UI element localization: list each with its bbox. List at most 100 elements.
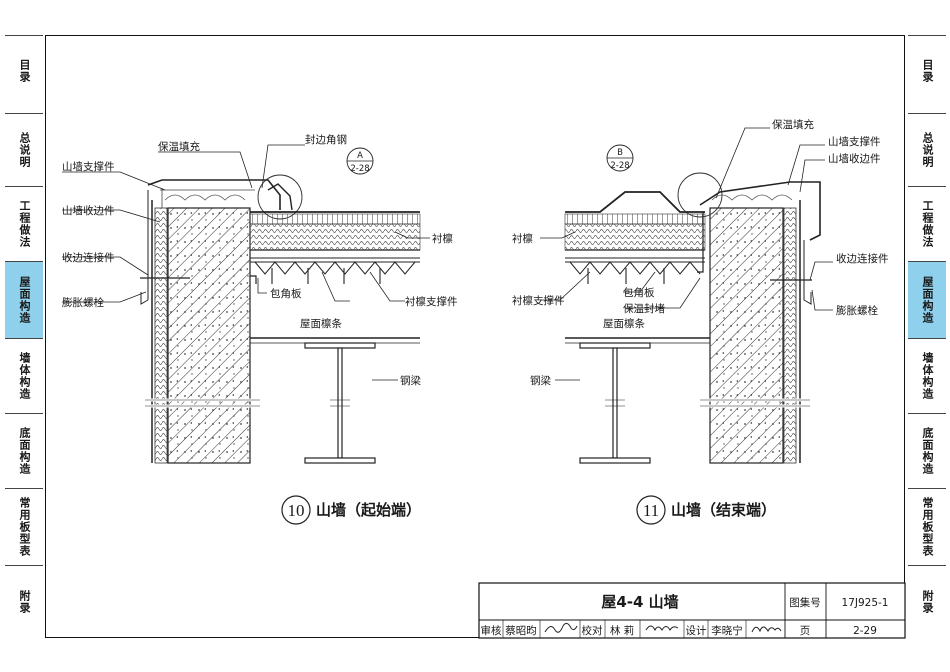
reviewer-signature — [544, 622, 578, 633]
label-anchor-bolt: 膨胀螺栓 — [62, 296, 104, 309]
tab-roof-construction[interactable]: 屋面构造 — [908, 261, 946, 338]
checker-signature — [645, 625, 679, 632]
tab-appendix[interactable]: 附录 — [5, 565, 43, 638]
label-corner-plate: 包角板 — [270, 287, 302, 300]
detail-11-drawing — [564, 172, 821, 464]
check-label: 校对 — [582, 624, 603, 637]
detail-number: 10 — [288, 501, 305, 520]
tab-label: 常用板型表 — [18, 497, 31, 557]
drawing-title: 屋4-4 山墙 — [601, 593, 678, 611]
label-gable-bracket: 山墙支撑件 — [828, 135, 881, 148]
label-anchor-bolt: 膨胀螺栓 — [836, 304, 878, 317]
label-trim-connector: 收边连接件 — [62, 251, 115, 264]
label-insulation-fill: 保温填充 — [772, 118, 814, 131]
tab-general-notes[interactable]: 总说明 — [5, 113, 43, 186]
atlas-label: 图集号 — [789, 596, 821, 609]
tab-label: 工程做法 — [18, 200, 31, 248]
tab-contents[interactable]: 目录 — [908, 35, 946, 105]
designer-signature — [751, 626, 782, 633]
detail-10-drawing — [140, 174, 421, 464]
ref-bubble-a: A 2-28 — [346, 147, 374, 175]
tab-wall-construction[interactable]: 墙体构造 — [908, 338, 946, 413]
detail-number: 11 — [643, 501, 659, 520]
ref-sheet: 2-28 — [350, 164, 369, 174]
wall-insulation — [783, 207, 797, 464]
tab-construction-methods[interactable]: 工程做法 — [908, 186, 946, 261]
label-edge-angle: 封边角钢 — [305, 133, 347, 146]
corner-plate — [697, 212, 704, 273]
detail-caption: 山墙（起始端） — [316, 501, 421, 519]
caption-10: 10 山墙（起始端） — [281, 495, 421, 525]
tab-panel-types[interactable]: 常用板型表 — [5, 488, 43, 565]
tab-roof-construction[interactable]: 屋面构造 — [5, 261, 43, 338]
tab-label: 工程做法 — [921, 200, 934, 248]
tab-contents[interactable]: 目录 — [5, 35, 43, 105]
insulation-fill — [164, 194, 246, 201]
tab-soffit-construction[interactable]: 底面构造 — [5, 413, 43, 488]
tab-label: 底面构造 — [921, 427, 934, 475]
tab-label: 附录 — [921, 590, 934, 614]
roof-insulation — [249, 223, 421, 251]
tab-appendix[interactable]: 附录 — [908, 565, 946, 638]
roof-outer-sheet — [565, 191, 705, 213]
designer-name: 李晓宁 — [711, 624, 743, 637]
insulation-fill — [711, 194, 793, 201]
detail-caption: 山墙（结束端） — [671, 501, 776, 519]
label-gable-trim: 山墙收边件 — [828, 152, 881, 165]
tab-label: 常用板型表 — [921, 497, 934, 557]
tab-label: 墙体构造 — [921, 352, 934, 400]
page-number: 2-29 — [853, 625, 877, 637]
label-corner-plate: 包角板 — [623, 286, 655, 299]
tab-soffit-construction[interactable]: 底面构造 — [908, 413, 946, 488]
tab-wall-construction[interactable]: 墙体构造 — [5, 338, 43, 413]
tab-label: 屋面构造 — [921, 276, 934, 324]
label-gable-trim: 山墙收边件 — [62, 204, 115, 217]
tab-label: 底面构造 — [18, 427, 31, 475]
checker-name: 林 莉 — [610, 624, 634, 637]
tab-construction-methods[interactable]: 工程做法 — [5, 186, 43, 261]
title-block: 屋4-4 山墙 图集号 17J925-1 页 2-29 审核 蔡昭昀 校对 林 … — [478, 582, 906, 639]
right-tab-column: 目录 总说明 工程做法 屋面构造 墙体构造 底面构造 常用板型表 附录 — [908, 35, 946, 638]
label-roof-purlin: 屋面檩条 — [300, 317, 342, 330]
review-label: 审核 — [481, 624, 502, 637]
label-liner-bracket: 衬檩支撑件 — [512, 294, 565, 307]
label-liner-purlin: 衬檩 — [432, 232, 453, 245]
liner-sheet — [254, 261, 416, 275]
liner-purlin — [565, 257, 705, 263]
design-label: 设计 — [686, 624, 707, 637]
detail-number-circle — [636, 495, 666, 525]
steel-beam — [304, 342, 376, 349]
tab-label: 目录 — [18, 58, 31, 83]
wall-insulation — [154, 207, 168, 464]
tab-label: 墙体构造 — [18, 352, 31, 400]
label-insulation-seal: 保温封堵 — [623, 302, 665, 315]
tab-general-notes[interactable]: 总说明 — [908, 113, 946, 186]
tab-label: 屋面构造 — [18, 276, 31, 324]
tab-label: 总说明 — [18, 132, 31, 168]
tab-label: 目录 — [921, 58, 934, 83]
left-tab-column: 目录 总说明 工程做法 屋面构造 墙体构造 底面构造 常用板型表 附录 — [5, 35, 43, 638]
page-label: 页 — [800, 625, 811, 637]
tab-label: 总说明 — [921, 132, 934, 168]
caption-11: 11 山墙（结束端） — [636, 495, 776, 525]
label-roof-purlin: 屋面檩条 — [603, 317, 645, 330]
label-steel-beam: 钢梁 — [400, 374, 421, 387]
steel-beam — [579, 342, 651, 349]
label-liner-bracket: 衬檩支撑件 — [405, 295, 458, 308]
gable-trim-flashing — [699, 181, 821, 241]
ref-sheet: 2-28 — [610, 161, 629, 171]
atlas-number: 17J925-1 — [842, 597, 889, 609]
label-liner-purlin: 衬檩 — [512, 232, 533, 245]
detail-11-leaders — [540, 127, 833, 381]
tab-panel-types[interactable]: 常用板型表 — [908, 488, 946, 565]
corner-plate — [250, 275, 257, 284]
detail-10-leaders — [62, 144, 430, 381]
label-trim-connector: 收边连接件 — [836, 252, 889, 265]
label-gable-bracket: 山墙支撑件 — [62, 160, 115, 173]
reviewer-name: 蔡昭昀 — [505, 624, 537, 637]
drawing-frame — [45, 35, 905, 638]
label-steel-beam: 钢梁 — [530, 374, 551, 387]
edge-angle-steel — [267, 183, 293, 211]
label-insulation-fill: 保温填充 — [158, 140, 200, 153]
